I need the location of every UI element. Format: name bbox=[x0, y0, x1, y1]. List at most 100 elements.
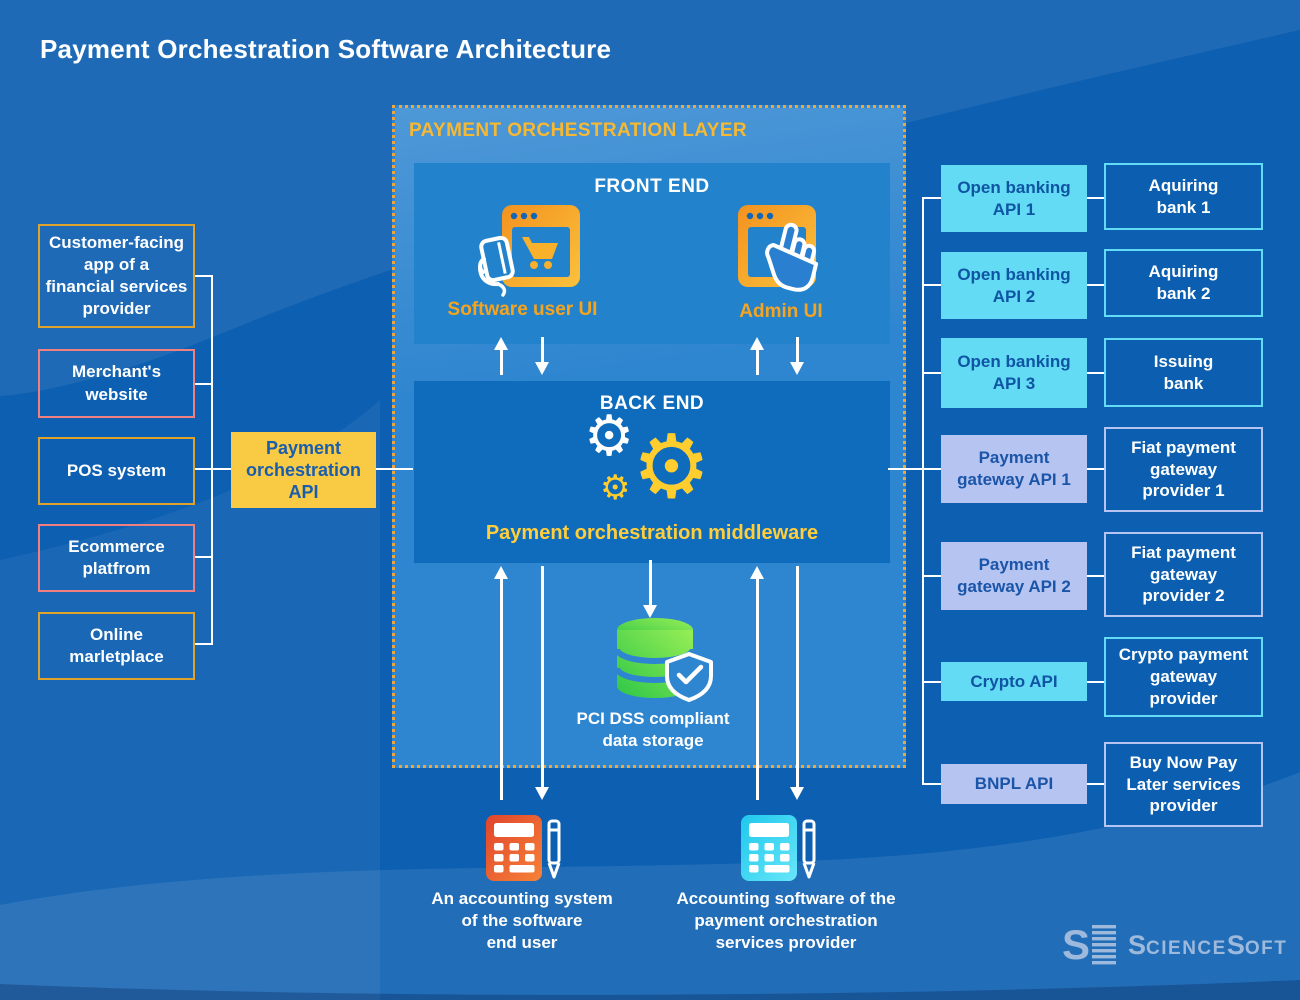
back-end-title: BACK END bbox=[599, 393, 705, 414]
front-end-title: FRONT END bbox=[594, 176, 710, 197]
source-box-line: Online bbox=[90, 624, 143, 644]
provider-box-line: Later services bbox=[1126, 774, 1241, 794]
calculator-red-icon bbox=[486, 815, 561, 881]
connector-line bbox=[922, 197, 941, 199]
connector-line bbox=[922, 372, 941, 374]
accounting-label-line: of the software bbox=[461, 911, 583, 931]
payment-orchestration-api-box: Payment orchestration API bbox=[231, 432, 376, 508]
source-box-line: POS system bbox=[66, 460, 167, 480]
admin-ui-icon bbox=[738, 205, 819, 292]
arrow-down-accounting-left bbox=[535, 566, 549, 800]
source-box-line: provider bbox=[82, 299, 151, 319]
provider-box-acquiring-bank-1: Aquiring bank 1 bbox=[1104, 163, 1263, 230]
logo-text-part: CIENCE bbox=[1146, 937, 1227, 959]
connector-line bbox=[922, 284, 941, 286]
accounting-label-line: payment orchestration bbox=[694, 911, 878, 931]
provider-box-line: gateway bbox=[1149, 667, 1218, 687]
provider-box-fiat-gateway-1: Fiat payment gateway provider 1 bbox=[1104, 427, 1263, 512]
connector-line bbox=[922, 783, 941, 785]
connector-line bbox=[922, 681, 941, 683]
logo-text-part: S bbox=[1226, 929, 1245, 960]
api-box-payment-gateway-2: Payment gateway API 2 bbox=[941, 542, 1087, 610]
connector-line bbox=[922, 575, 941, 577]
connector-line-backend-to-trunk bbox=[888, 468, 941, 470]
accounting-label-line: end user bbox=[486, 933, 558, 953]
provider-box-line: bank 1 bbox=[1156, 197, 1211, 217]
gear-white-icon: ⚙ bbox=[584, 404, 635, 469]
logo-text-part: OFT bbox=[1244, 937, 1288, 959]
api-box-line: Open banking bbox=[957, 177, 1071, 197]
accounting-label-line: services provider bbox=[715, 933, 857, 953]
api-box-open-banking-1: Open banking API 1 bbox=[941, 165, 1087, 232]
provider-box-line: Issuing bbox=[1153, 351, 1214, 371]
provider-box-line: Aquiring bbox=[1148, 262, 1219, 282]
connector-line bbox=[1087, 681, 1104, 683]
data-storage-label: PCI DSS compliant data storage bbox=[523, 708, 783, 752]
connector-line bbox=[1087, 372, 1104, 374]
source-box-line: platfrom bbox=[82, 559, 151, 578]
provider-box-line: bank 2 bbox=[1156, 284, 1211, 303]
source-box-line: website bbox=[85, 384, 148, 404]
connector-line bbox=[1087, 783, 1104, 785]
provider-box-acquiring-bank-2: Aquiring bank 2 bbox=[1104, 249, 1263, 317]
logo-s-glyph: S bbox=[1062, 921, 1091, 968]
source-box-merchants-website: Merchant's website bbox=[38, 349, 195, 418]
api-box-payment-gateway-1: Payment gateway API 1 bbox=[941, 435, 1087, 503]
source-box-line: Merchant's bbox=[71, 362, 162, 382]
api-box-line: Open banking bbox=[957, 264, 1071, 284]
data-storage-line: data storage bbox=[602, 730, 704, 750]
back-end-box: BACK END ⚙ ⚙ ⚙ Payment orchestration mid… bbox=[414, 381, 890, 563]
provider-box-line: Buy Now Pay bbox=[1129, 752, 1238, 772]
layer-title: PAYMENT ORCHESTRATION LAYER bbox=[409, 120, 748, 141]
arrow-up-accounting-right bbox=[750, 566, 764, 800]
provider-box-line: gateway bbox=[1149, 459, 1218, 479]
connector-line bbox=[1087, 575, 1104, 577]
accounting-label-line: Accounting software of the bbox=[676, 889, 896, 908]
source-box-line: financial services bbox=[45, 277, 188, 296]
api-box-line: API 1 bbox=[992, 199, 1036, 219]
connector-line bbox=[211, 468, 231, 470]
connector-line bbox=[195, 383, 212, 385]
middleware-label: Payment orchestration middleware bbox=[485, 522, 819, 544]
source-box-ecommerce-platform: Ecommerce platfrom bbox=[38, 524, 195, 592]
connector-line bbox=[195, 275, 212, 277]
source-box-line: Customer-facing bbox=[48, 232, 185, 252]
api-box-line: API 3 bbox=[992, 374, 1036, 393]
source-box-line: Ecommerce bbox=[68, 536, 165, 556]
gear-yellow-large-icon: ⚙ bbox=[632, 415, 711, 518]
connector-trunk-right bbox=[922, 197, 924, 784]
logo-text-part: S bbox=[1128, 929, 1147, 960]
gear-yellow-small-icon: ⚙ bbox=[600, 468, 631, 508]
front-end-box: FRONT END bbox=[414, 163, 890, 344]
provider-box-line: provider 1 bbox=[1142, 481, 1225, 501]
provider-box-issuing-bank: Issuing bank bbox=[1104, 338, 1263, 407]
api-box-bnpl: BNPL API bbox=[941, 764, 1087, 804]
api-box-line: BNPL API bbox=[974, 774, 1054, 794]
provider-box-line: provider 2 bbox=[1142, 586, 1225, 606]
api-box-line: Payment bbox=[265, 437, 342, 458]
provider-box-line: provider bbox=[1149, 688, 1218, 708]
provider-box-bnpl: Buy Now Pay Later services provider bbox=[1104, 742, 1263, 827]
api-box-line: API bbox=[288, 482, 319, 503]
arrow-backend-to-storage bbox=[643, 560, 657, 618]
source-box-pos-system: POS system bbox=[38, 437, 195, 505]
api-box-line: Crypto API bbox=[970, 671, 1058, 691]
source-box-line: app of a bbox=[83, 254, 150, 274]
data-storage-line: PCI DSS compliant bbox=[576, 709, 730, 728]
sciencesoft-logo-mark-icon: S bbox=[1062, 921, 1117, 968]
api-box-line: gateway API 1 bbox=[957, 470, 1071, 489]
logo-stripes-icon bbox=[1092, 925, 1117, 965]
provider-box-fiat-gateway-2: Fiat payment gateway provider 2 bbox=[1104, 532, 1263, 617]
software-user-ui-icon bbox=[478, 205, 580, 297]
source-box-customer-facing-app: Customer-facing app of a financial servi… bbox=[38, 224, 195, 328]
sciencesoft-logo: S SCIENCESOFT bbox=[1062, 922, 1287, 968]
calculator-cyan-icon bbox=[741, 815, 816, 881]
api-box-crypto: Crypto API bbox=[941, 662, 1087, 701]
provider-box-line: Fiat payment bbox=[1131, 437, 1236, 457]
provider-box-line: bank bbox=[1163, 373, 1204, 393]
admin-ui-label: Admin UI bbox=[739, 301, 823, 322]
source-box-online-marketplace: Online marletplace bbox=[38, 612, 195, 680]
connector-line-api-to-layer bbox=[376, 468, 413, 470]
sciencesoft-logo-text: SCIENCESOFT bbox=[1128, 930, 1287, 961]
